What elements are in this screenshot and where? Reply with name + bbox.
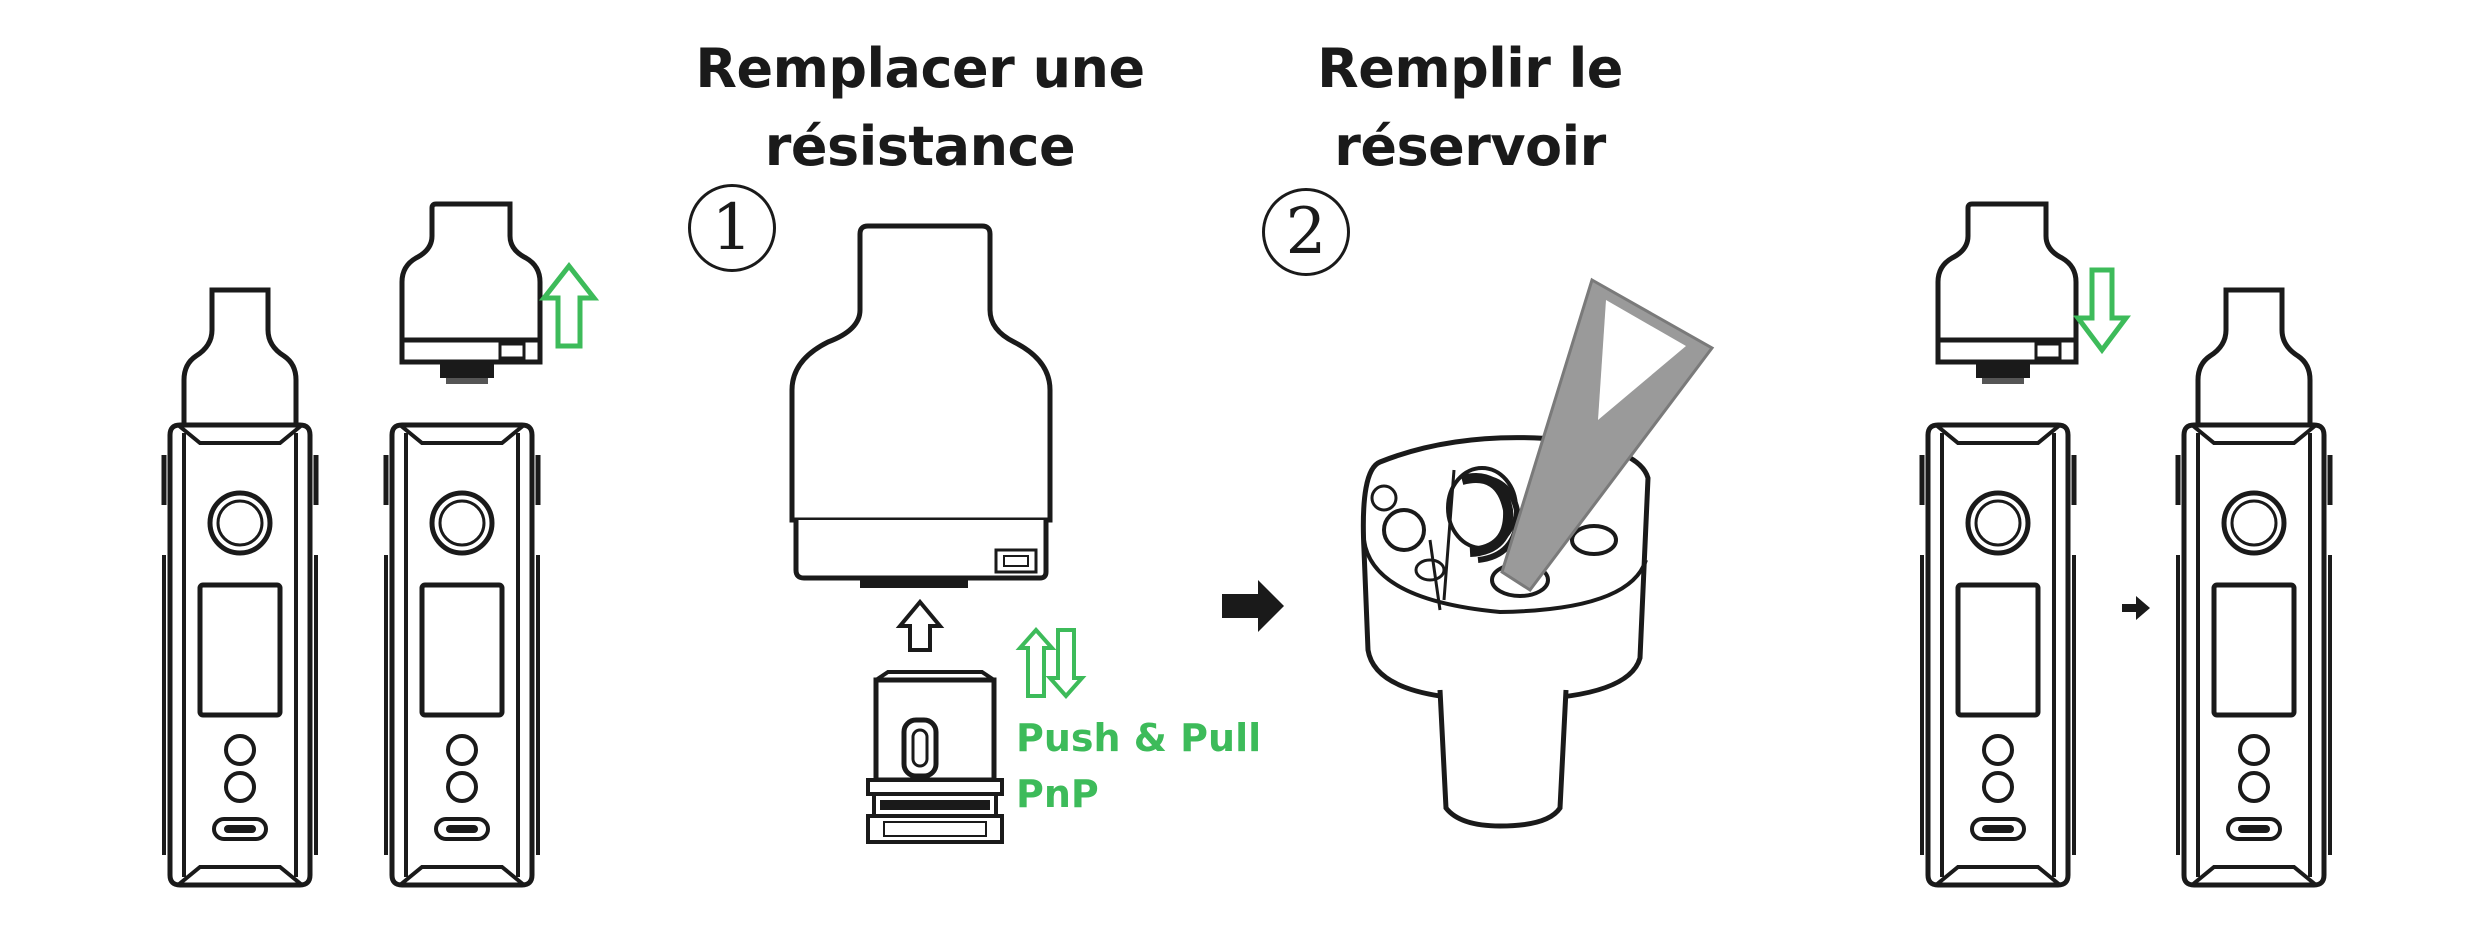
filling-tool-icon xyxy=(1500,277,1715,593)
arrow-down-icon xyxy=(2073,267,2131,355)
tank-base-refill xyxy=(1360,435,1651,829)
device-pod-removed xyxy=(386,201,543,885)
arrow-right-small-icon xyxy=(2122,596,2150,620)
step-1-badge: 1 xyxy=(688,184,776,272)
fill-tank-title-line2: réservoir xyxy=(1334,115,1606,178)
coil-resistance xyxy=(866,670,1004,844)
pnp-label-line2: PnP xyxy=(1016,772,1099,816)
arrow-up-icon xyxy=(544,266,594,346)
arrow-right-icon xyxy=(1222,580,1284,632)
replace-coil-title-line1: Remplacer une xyxy=(695,37,1145,100)
fill-tank-title: Remplir le réservoir xyxy=(1260,30,1680,186)
replace-coil-title: Remplacer une résistance xyxy=(640,30,1200,186)
pnp-label-line1: Push & Pull xyxy=(1016,716,1262,760)
replace-coil-title-line2: résistance xyxy=(764,115,1076,178)
pnp-label: Push & Pull PnP xyxy=(1016,710,1261,822)
fill-tank-title-line1: Remplir le xyxy=(1317,37,1623,100)
push-pull-arrows-icon xyxy=(1015,626,1087,700)
step-2-badge: 2 xyxy=(1262,188,1350,276)
device-pod-inserting xyxy=(1922,201,2079,885)
device-assembled-left xyxy=(164,287,316,885)
device-assembled-right xyxy=(2178,287,2330,885)
pod-cartridge-large xyxy=(789,223,1053,588)
arrow-up-small-icon xyxy=(895,598,945,652)
